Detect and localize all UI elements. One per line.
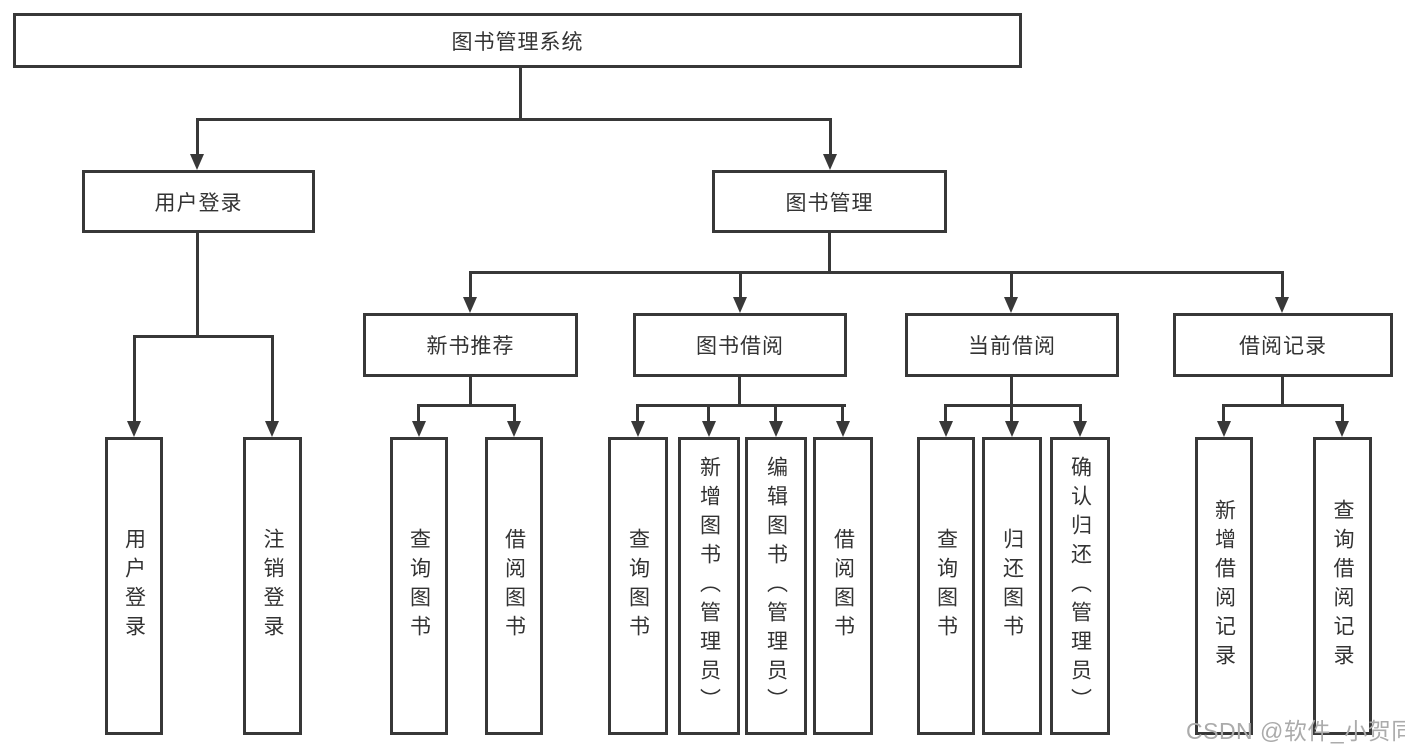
arrow-down-icon	[127, 421, 141, 437]
arrow-down-icon	[702, 421, 716, 437]
connector-line	[1010, 404, 1013, 421]
connector-line	[707, 404, 710, 421]
leaf-query-books-borrowing: 查询图书	[608, 437, 668, 735]
leaf-user-login: 用户登录	[105, 437, 163, 735]
leaf-confirm-return-admin: 确认归还（管理员）	[1050, 437, 1110, 735]
csdn-watermark: CSDN @软件_小贺同学	[1186, 718, 1405, 744]
connector-line	[1341, 404, 1344, 421]
leaf-query-borrow-record: 查询借阅记录	[1313, 437, 1372, 735]
connector-line	[469, 271, 472, 299]
leaf-label: 借阅图书	[831, 528, 855, 644]
connector-line	[1010, 377, 1013, 407]
node-current-borrowing: 当前借阅	[905, 313, 1119, 377]
leaf-borrow-books-borrowing: 借阅图书	[813, 437, 873, 735]
leaf-borrow-books-recommend: 借阅图书	[485, 437, 543, 735]
connector-line	[417, 404, 516, 407]
arrow-down-icon	[1275, 297, 1289, 313]
leaf-label: 归还图书	[1000, 528, 1024, 644]
arrow-down-icon	[733, 297, 747, 313]
arrow-down-icon	[1004, 297, 1018, 313]
leaf-label: 借阅图书	[502, 528, 526, 644]
connector-line	[739, 271, 742, 299]
connector-line	[829, 118, 832, 156]
connector-line	[944, 404, 947, 421]
connector-line	[1010, 271, 1013, 299]
connector-line	[133, 335, 136, 421]
leaf-label: 用户登录	[122, 528, 146, 644]
connector-line	[271, 335, 274, 421]
leaf-label: 新增借阅记录	[1212, 499, 1236, 673]
node-label: 图书管理	[785, 191, 874, 215]
connector-line	[636, 404, 846, 407]
node-book-borrowing: 图书借阅	[633, 313, 847, 377]
leaf-label: 查询图书	[407, 528, 431, 644]
leaf-label: 确认归还（管理员）	[1068, 455, 1092, 717]
arrow-down-icon	[463, 297, 477, 313]
arrow-down-icon	[412, 421, 426, 437]
arrow-down-icon	[1217, 421, 1231, 437]
leaf-add-books-admin: 新增图书（管理员）	[678, 437, 740, 735]
leaf-label: 查询借阅记录	[1331, 499, 1354, 673]
leaf-edit-books-admin: 编辑图书（管理员）	[745, 437, 807, 735]
connector-line	[196, 118, 832, 121]
leaf-logout: 注销登录	[243, 437, 302, 735]
connector-line	[944, 404, 1082, 407]
leaf-return-books: 归还图书	[982, 437, 1042, 735]
connector-line	[513, 404, 516, 421]
node-library-management-system: 图书管理系统	[13, 13, 1022, 68]
arrow-down-icon	[1335, 421, 1349, 437]
connector-line	[841, 404, 844, 421]
leaf-label: 注销登录	[261, 528, 284, 644]
node-borrowing-records: 借阅记录	[1173, 313, 1393, 377]
connector-line	[1281, 377, 1284, 407]
connector-line	[519, 68, 522, 120]
leaf-query-books-current: 查询图书	[917, 437, 975, 735]
leaf-label: 查询图书	[934, 528, 958, 644]
leaf-label: 查询图书	[626, 528, 650, 644]
node-label: 新书推荐	[426, 335, 515, 358]
arrow-down-icon	[507, 421, 521, 437]
connector-line	[469, 377, 472, 407]
node-label: 当前借阅	[968, 335, 1056, 358]
node-new-book-recommendation: 新书推荐	[363, 313, 578, 377]
arrow-down-icon	[769, 421, 783, 437]
connector-line	[196, 118, 199, 156]
connector-line	[196, 233, 199, 335]
node-label: 借阅记录	[1239, 335, 1327, 358]
connector-line	[828, 233, 831, 274]
connector-line	[738, 377, 741, 407]
connector-line	[1222, 404, 1344, 407]
connector-line	[1222, 404, 1225, 421]
connector-line	[1079, 404, 1082, 421]
node-label: 用户登录	[154, 191, 243, 215]
arrow-down-icon	[836, 421, 850, 437]
connector-line	[417, 404, 420, 421]
connector-line	[774, 404, 777, 421]
node-user-login: 用户登录	[82, 170, 315, 233]
arrow-down-icon	[631, 421, 645, 437]
node-label: 图书管理系统	[451, 30, 584, 54]
leaf-label: 新增图书（管理员）	[697, 455, 721, 717]
arrow-down-icon	[823, 154, 837, 170]
arrow-down-icon	[939, 421, 953, 437]
node-label: 图书借阅	[696, 335, 784, 358]
connector-line	[133, 335, 274, 338]
arrow-down-icon	[265, 421, 279, 437]
leaf-query-books-recommend: 查询图书	[390, 437, 448, 735]
connector-line	[1281, 271, 1284, 299]
node-book-management: 图书管理	[712, 170, 947, 233]
arrow-down-icon	[1073, 421, 1087, 437]
arrow-down-icon	[1005, 421, 1019, 437]
connector-line	[636, 404, 639, 421]
connector-line	[469, 271, 1284, 274]
leaf-add-borrow-record: 新增借阅记录	[1195, 437, 1253, 735]
leaf-label: 编辑图书（管理员）	[764, 455, 788, 717]
arrow-down-icon	[190, 154, 204, 170]
